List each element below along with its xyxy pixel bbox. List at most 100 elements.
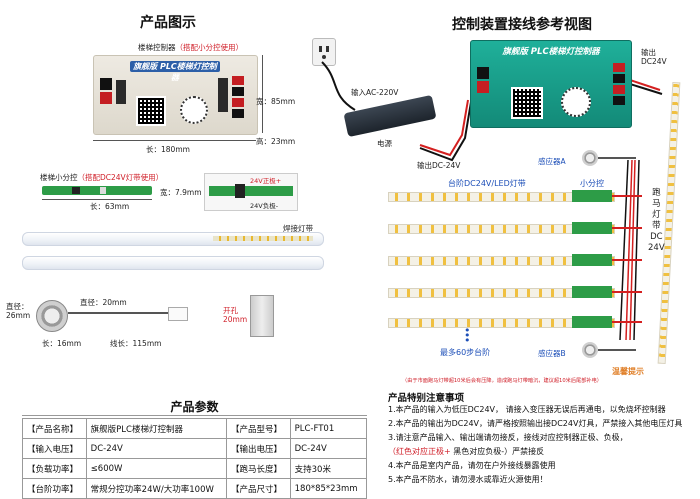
qr-code-icon-g	[511, 87, 543, 119]
terminal-block-icon	[116, 80, 126, 104]
terminal-red-icon	[100, 92, 112, 104]
param-value: 180*85*23mm	[289, 478, 368, 499]
param-value: ≤600W	[85, 458, 227, 479]
subctrl-closeup-image	[204, 173, 298, 211]
stair-wire-1	[612, 195, 642, 197]
more-dots-icon: •••	[464, 324, 471, 347]
qr-code-icon	[136, 96, 166, 126]
sensor-b-icon	[582, 342, 598, 358]
output-dc-label: 输出DC-24V	[417, 161, 461, 170]
terminal-red-icon-right-1	[232, 76, 244, 85]
sensor-connector	[168, 307, 188, 321]
controller-device-image: 旗舰版 PLC楼梯灯控制器	[93, 55, 258, 135]
params-table: 【产品名称】 旗舰版PLC楼梯灯控制器 【产品型号】 PLC-FT01 【输入电…	[22, 418, 368, 499]
max-steps-label: 最多60步台阶	[440, 348, 491, 357]
led-tube-image-1	[22, 232, 324, 246]
terminal-black-icon	[100, 78, 112, 90]
notes-title: 产品特别注意事项	[388, 393, 465, 404]
running-strip-label: 跑 马 灯 带 DC 24V	[648, 188, 665, 253]
subctrl-length-line	[42, 199, 152, 200]
stair-subctrl-2	[572, 222, 612, 234]
subctrl-length: 长：63mm	[90, 202, 130, 211]
param-key: 【跑马长度】	[225, 458, 291, 479]
terminal-black-icon-right-2	[232, 109, 244, 118]
params-divider	[22, 415, 367, 416]
note-item: 5.本产品不防水，请勿浸水或靠近火源使用！	[388, 475, 548, 484]
terminal-red-icon-g	[477, 81, 489, 93]
weld-strip-label: 焊接灯带	[283, 224, 313, 233]
output-dc-top-label: 输出 DC24V	[641, 48, 667, 66]
param-key: 【负载功率】	[22, 458, 87, 479]
hole-image	[250, 295, 274, 337]
terminal-red-icon-g3	[613, 85, 625, 94]
terminal-red-icon-g2	[613, 63, 625, 72]
sensor-b-label: 感应器B	[538, 349, 566, 358]
subctrl-width: 宽：7.9mm	[160, 188, 202, 197]
params-row: 【输入电压】 DC-24V 【输出电压】 DC-24V	[22, 438, 368, 459]
params-row: 【负载功率】 ≤600W 【跑马长度】 支持30米	[22, 458, 368, 479]
hole-label: 开孔 20mm	[223, 306, 248, 324]
param-value: 支持30米	[289, 458, 368, 479]
terminal-black-icon-g3	[613, 96, 625, 105]
sensor-wire	[68, 312, 168, 314]
controller-caption: 楼梯控制器（搭配小分控使用）	[138, 43, 243, 52]
dim-width: 宽：85mm	[256, 97, 296, 106]
sensor-a-label: 感应器A	[538, 157, 566, 166]
sensor-a-icon	[582, 150, 598, 166]
wire-24v-pos: 24V正极+	[250, 177, 282, 185]
length-dim-line	[93, 140, 256, 141]
controller-brand-label: 旗舰版 PLC楼梯灯控制器	[130, 61, 220, 82]
param-value: PLC-FT01	[289, 418, 368, 439]
sensor-wire-len: 线长：115mm	[110, 339, 162, 348]
sensor-image	[36, 300, 68, 332]
stair-subctrl-4	[572, 286, 612, 298]
warm-tip-label: 温馨提示	[612, 367, 644, 376]
stair-strip-5	[388, 318, 615, 328]
note-item: 2.本产品的输出为DC24V，请严格按照输出接DC24V灯具，严禁接入其他电压灯…	[388, 419, 683, 428]
stair-strip-label: 台阶DC24V/LED灯带	[448, 179, 526, 188]
notes-list: 1.本产品的输入为低压DC24V， 请接入变压器无误后再通电，以免烧坏控制器 2…	[388, 403, 688, 487]
stair-wire-2	[612, 227, 642, 229]
param-key: 【输出电压】	[225, 438, 291, 459]
wiring-diagram-title: 控制装置接线参考视图	[452, 17, 592, 33]
stair-wire-4	[612, 291, 642, 293]
sensor-diameter: 直径： 26mm	[6, 302, 31, 320]
terminal-red-icon-right-2	[232, 98, 244, 107]
params-row: 【台阶功率】 常规分控功率24W/大功率100W 【产品尺寸】 180*85*2…	[22, 478, 368, 499]
dial-knob-icon-g	[561, 87, 591, 117]
stair-strip-4	[388, 288, 615, 298]
param-key: 【产品尺寸】	[225, 478, 291, 499]
param-key: 【台阶功率】	[22, 478, 87, 499]
param-value: 旗舰版PLC楼梯灯控制器	[85, 418, 227, 439]
stair-wire-3	[612, 259, 642, 261]
param-value: 常规分控功率24W/大功率100W	[85, 478, 227, 499]
stair-strip-3	[388, 256, 615, 266]
note-item: 1.本产品的输入为低压DC24V， 请接入变压器无误后再通电，以免烧坏控制器	[388, 405, 666, 414]
terminal-block-icon-right	[218, 78, 228, 112]
stair-strip-1	[388, 192, 615, 202]
warm-tip-note: （由于市面跑马灯带超10米后会有压降，造成跑马灯带暗沉，建议超10米后尾部补电）	[402, 378, 602, 384]
param-value: DC-24V	[289, 438, 368, 459]
plc-controller-brand: 旗舰版 PLC楼梯灯控制器	[502, 47, 600, 57]
wiring-svg	[321, 61, 663, 341]
led-tube-image-2	[22, 256, 324, 270]
sensor-b-wire	[598, 349, 636, 351]
param-key: 【产品型号】	[225, 418, 291, 439]
height-dim-line	[262, 55, 263, 133]
stair-strip-2	[388, 224, 615, 234]
note-item-polarity: （红色对应正极+ 黑色对应负极-）严禁接反	[388, 447, 545, 456]
terminal-black-icon-g	[477, 67, 489, 79]
stair-subctrl-5	[572, 316, 612, 328]
wire-24v-neg: 24V负极-	[250, 202, 279, 210]
product-diagram-title: 产品图示	[140, 15, 196, 31]
stair-wire-5	[612, 321, 642, 323]
subctrl-label: 小分控	[580, 179, 604, 188]
power-label: 电源	[377, 139, 392, 148]
params-row: 【产品名称】 旗舰版PLC楼梯灯控制器 【产品型号】 PLC-FT01	[22, 418, 368, 439]
terminal-black-icon-right-1	[232, 87, 244, 96]
sensor-diameter-2: 直径：20mm	[80, 298, 127, 307]
stair-subctrl-3	[572, 254, 612, 266]
subctrl-caption: 楼梯小分控（搭配DC24V灯带使用）	[40, 173, 164, 182]
plc-controller-image: 旗舰版 PLC楼梯灯控制器	[470, 40, 632, 128]
param-key: 【产品名称】	[22, 418, 87, 439]
